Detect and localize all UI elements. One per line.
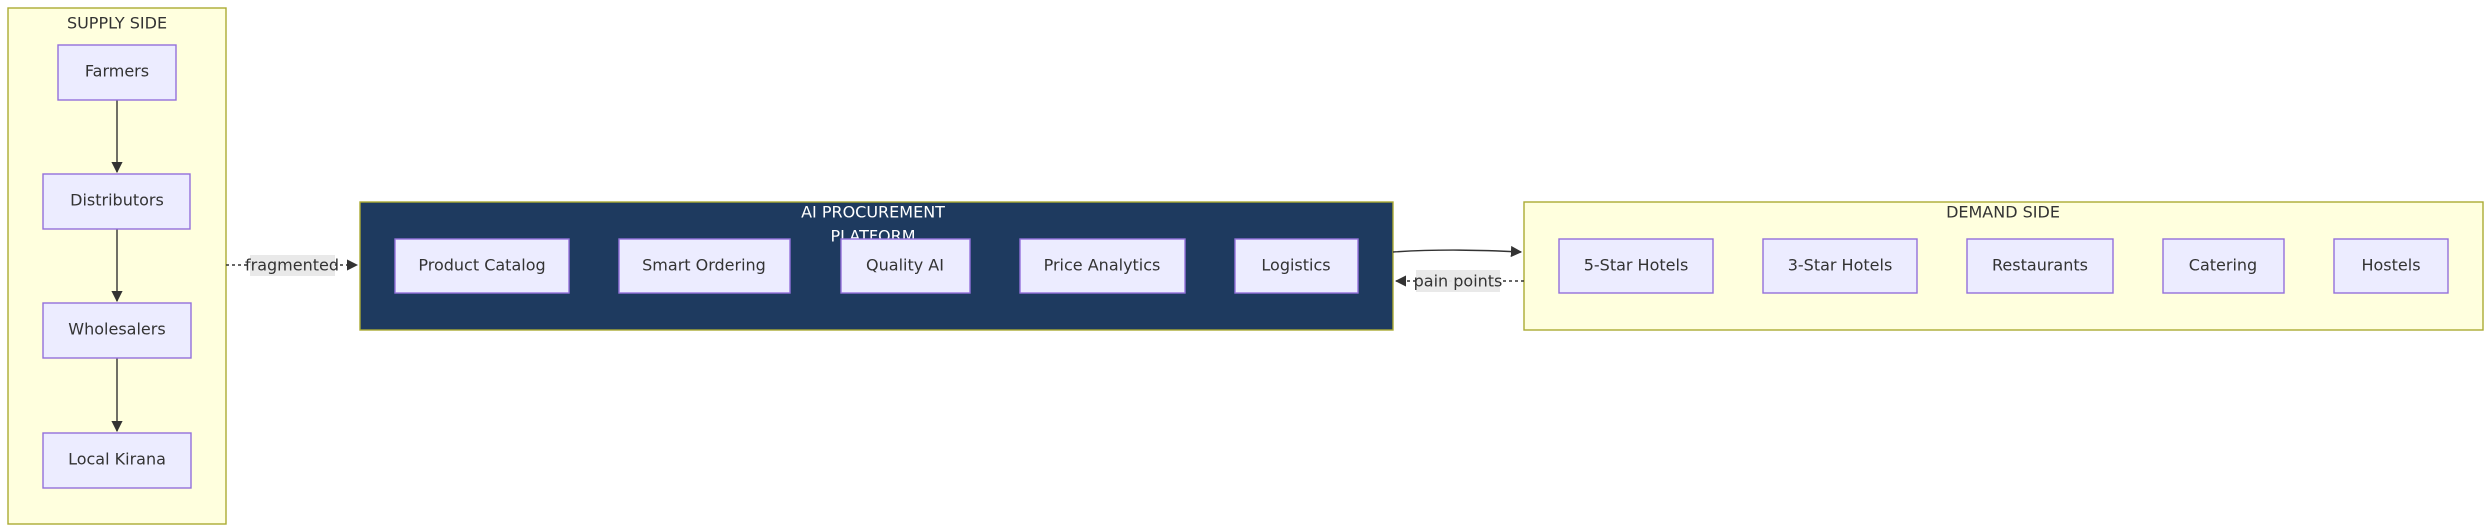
node-farmers[interactable]: Farmers <box>57 44 177 101</box>
svg-text:Price Analytics: Price Analytics <box>1044 256 1161 275</box>
pain-points-label: pain points <box>1414 272 1503 291</box>
node-wholesalers[interactable]: Wholesalers <box>42 302 192 359</box>
node-logistics[interactable]: Logistics <box>1234 238 1359 294</box>
svg-text:Product Catalog: Product Catalog <box>418 256 545 275</box>
node-catering[interactable]: Catering <box>2162 238 2285 294</box>
node-product-catalog[interactable]: Product Catalog <box>394 238 570 294</box>
svg-text:Catering: Catering <box>2189 256 2257 275</box>
svg-text:Farmers: Farmers <box>85 62 149 81</box>
svg-text:Distributors: Distributors <box>70 191 164 210</box>
node-five-star-hotels[interactable]: 5-Star Hotels <box>1558 238 1714 294</box>
platform-title-line1: AI PROCUREMENT <box>801 203 945 222</box>
node-smart-ordering[interactable]: Smart Ordering <box>618 238 791 294</box>
node-distributors[interactable]: Distributors <box>42 173 191 230</box>
supply-side-title: SUPPLY SIDE <box>67 14 167 33</box>
svg-text:5-Star Hotels: 5-Star Hotels <box>1584 256 1689 275</box>
svg-text:3-Star Hotels: 3-Star Hotels <box>1788 256 1893 275</box>
node-price-analytics[interactable]: Price Analytics <box>1019 238 1186 294</box>
demand-side-title: DEMAND SIDE <box>1946 203 2060 222</box>
svg-text:Quality AI: Quality AI <box>866 256 944 275</box>
edge-platform-to-demand <box>1392 245 1523 258</box>
svg-text:Local Kirana: Local Kirana <box>68 450 166 469</box>
fragmented-edge: fragmented <box>226 255 359 276</box>
svg-text:Logistics: Logistics <box>1261 256 1330 275</box>
node-local-kirana[interactable]: Local Kirana <box>42 432 192 489</box>
svg-text:Hostels: Hostels <box>2361 256 2420 275</box>
svg-text:Restaurants: Restaurants <box>1992 256 2088 275</box>
node-three-star-hotels[interactable]: 3-Star Hotels <box>1762 238 1918 294</box>
svg-text:Wholesalers: Wholesalers <box>68 320 165 339</box>
svg-text:Smart Ordering: Smart Ordering <box>642 256 766 275</box>
fragmented-label: fragmented <box>245 256 339 275</box>
node-quality-ai[interactable]: Quality AI <box>840 238 971 294</box>
pain-points-edge: pain points <box>1394 270 1524 292</box>
node-hostels[interactable]: Hostels <box>2333 238 2449 294</box>
node-restaurants[interactable]: Restaurants <box>1966 238 2114 294</box>
